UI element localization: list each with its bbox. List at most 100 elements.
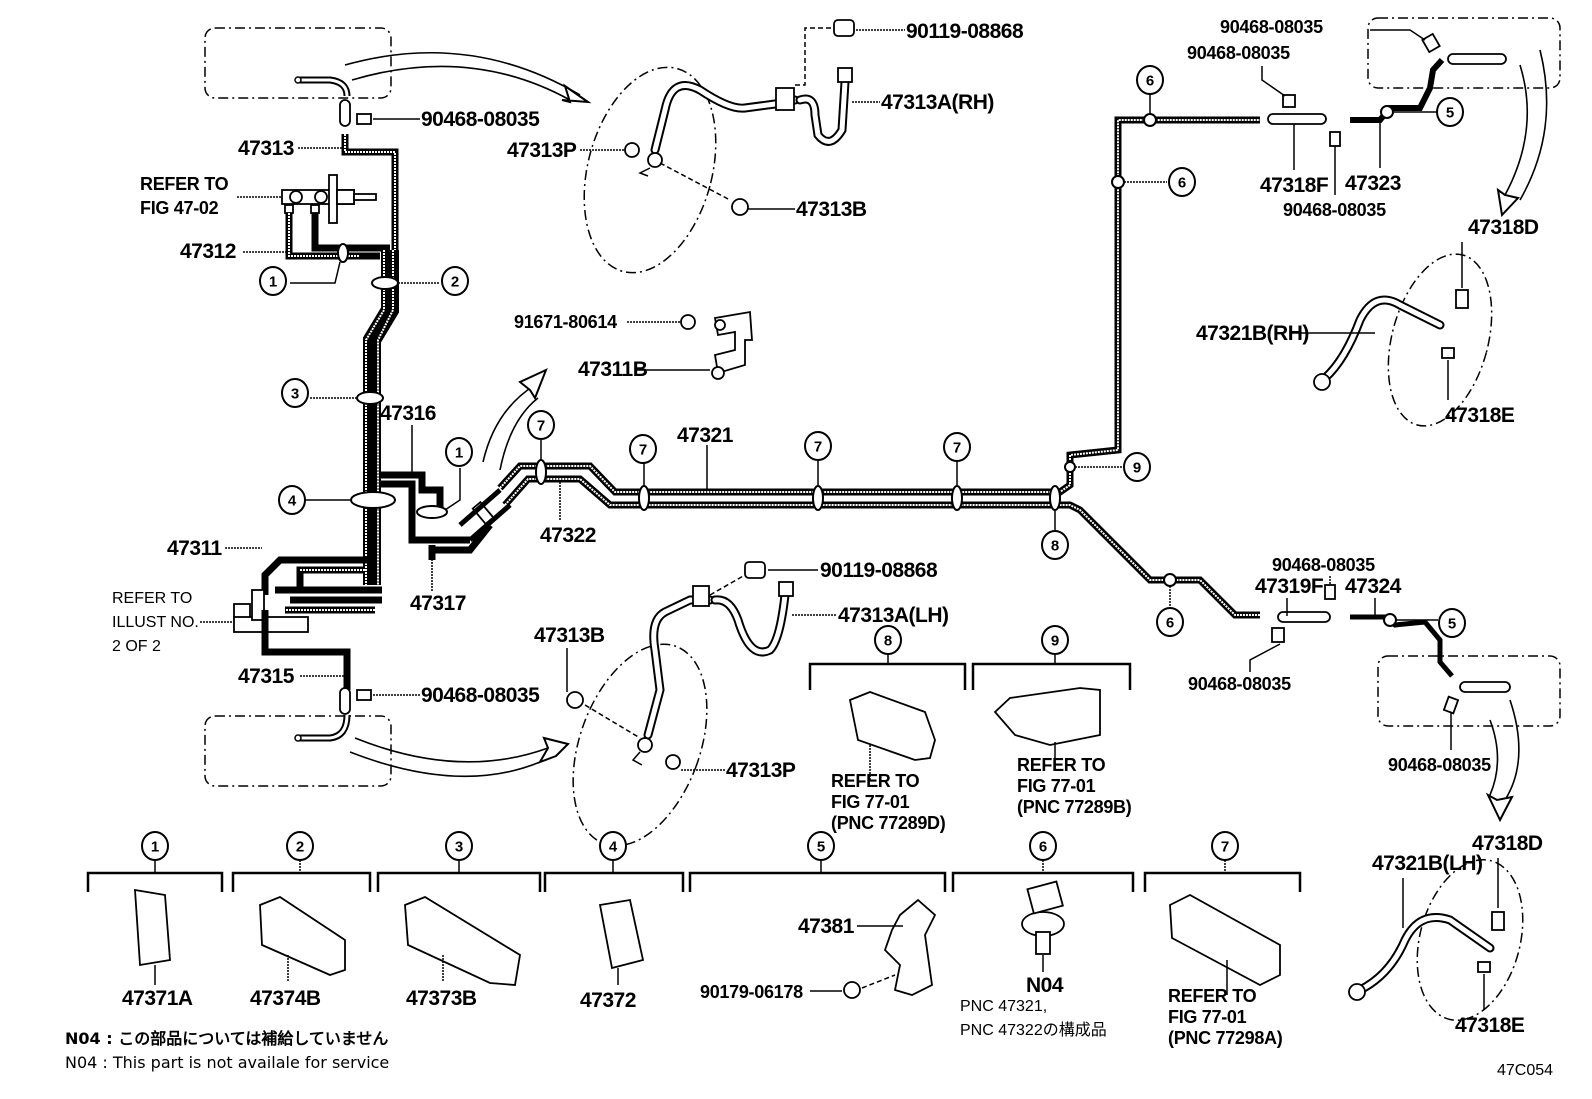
label-90468-08035-tl[interactable]: 90468-08035	[421, 108, 541, 131]
callout-number: 5	[817, 839, 825, 856]
label-90179-06178[interactable]: 90179-06178	[700, 982, 803, 1002]
rear-rh-detail	[1267, 17, 1561, 218]
label-47322[interactable]: 47322	[540, 524, 596, 547]
label-47312[interactable]: 47312	[180, 240, 236, 263]
pipe-47316	[380, 471, 444, 510]
callout-c6[interactable]: 6	[1136, 65, 1164, 95]
label-47318F[interactable]: 47318F	[1260, 174, 1329, 197]
label-clamp8-ref-l3[interactable]: (PNC 77289D)	[831, 813, 946, 833]
label-front-lh-47313B[interactable]: 47313B	[534, 624, 605, 647]
callout-circle	[281, 378, 309, 408]
callout-c1[interactable]: 1	[259, 266, 287, 296]
callout-circle	[1041, 625, 1069, 655]
label-refer-illust-l2[interactable]: ILLUST NO.	[112, 614, 199, 631]
callout-c6[interactable]: 6	[1156, 607, 1184, 637]
label-47319F[interactable]: 47319F	[1255, 575, 1324, 598]
label-47321B-LH[interactable]: 47321B(LH)	[1372, 852, 1483, 875]
callout-c2[interactable]: 2	[286, 831, 314, 861]
label-47313A-RH[interactable]: 47313A(RH)	[881, 91, 994, 114]
callout-c5[interactable]: 5	[807, 831, 835, 861]
callout-c3[interactable]: 3	[281, 378, 309, 408]
label-47323[interactable]: 47323	[1345, 172, 1401, 195]
label-rear-rh-90468-a[interactable]: 90468-08035	[1220, 17, 1323, 37]
label-N04[interactable]: N04	[1026, 974, 1064, 997]
label-47371A[interactable]: 47371A	[122, 987, 193, 1010]
label-clamp8-ref-l1[interactable]: REFER TO	[831, 771, 920, 791]
callout-c6[interactable]: 6	[1168, 167, 1196, 197]
callout-c3[interactable]: 3	[445, 831, 473, 861]
label-rear-lh-47318E[interactable]: 47318E	[1455, 1014, 1525, 1037]
callout-c5[interactable]: 5	[1436, 97, 1464, 127]
label-front-lh-47313P[interactable]: 47313P	[726, 759, 796, 782]
callout-c1[interactable]: 1	[445, 437, 473, 467]
label-rear-lh-47318D[interactable]: 47318D	[1472, 832, 1543, 855]
label-clamp9-ref-l1[interactable]: REFER TO	[1017, 755, 1106, 775]
label-rear-rh-90468-c[interactable]: 90468-08035	[1283, 200, 1386, 220]
label-clamp7-ref-l2[interactable]: FIG 77-01	[1168, 1007, 1247, 1027]
callout-c4[interactable]: 4	[599, 831, 627, 861]
callout-c1[interactable]: 1	[141, 831, 169, 861]
label-47317[interactable]: 47317	[410, 592, 466, 615]
callout-c7[interactable]: 7	[1211, 831, 1239, 861]
callout-circle	[1041, 530, 1069, 560]
callout-c7[interactable]: 7	[527, 410, 555, 440]
label-refer-fig-47-02-l1[interactable]: REFER TO	[140, 174, 229, 194]
label-47321[interactable]: 47321	[677, 424, 734, 447]
label-front-rh-47313B[interactable]: 47313B	[796, 198, 867, 221]
label-47313A-LH[interactable]: 47313A(LH)	[838, 604, 949, 627]
callout-c7[interactable]: 7	[629, 434, 657, 464]
arrow-to-bracket	[518, 368, 548, 401]
label-47381[interactable]: 47381	[798, 915, 855, 938]
label-clamp6-note-l2[interactable]: PNC 47322の構成品	[960, 1021, 1107, 1039]
label-rear-rh-47318D[interactable]: 47318D	[1468, 216, 1539, 239]
callout-c2[interactable]: 2	[441, 266, 469, 296]
label-refer-fig-47-02-l2[interactable]: FIG 47-02	[140, 198, 219, 218]
label-47313[interactable]: 47313	[238, 137, 294, 160]
label-47324[interactable]: 47324	[1345, 575, 1402, 598]
label-clamp9-ref-l2[interactable]: FIG 77-01	[1017, 776, 1096, 796]
callout-number: 8	[884, 633, 892, 650]
clamp-group-4	[543, 860, 685, 985]
label-47374B[interactable]: 47374B	[250, 987, 321, 1010]
label-rear-rh-90468-b[interactable]: 90468-08035	[1187, 43, 1290, 63]
label-47311[interactable]: 47311	[167, 537, 223, 560]
callout-c7[interactable]: 7	[804, 431, 832, 461]
label-clamp7-ref-l1[interactable]: REFER TO	[1168, 986, 1257, 1006]
callout-c5[interactable]: 5	[1438, 608, 1466, 638]
label-47373B[interactable]: 47373B	[406, 987, 477, 1010]
label-47372[interactable]: 47372	[580, 989, 636, 1012]
callout-circle	[943, 432, 971, 462]
callout-c7[interactable]: 7	[943, 432, 971, 462]
clamp-group-6	[951, 860, 1135, 972]
label-clamp7-ref-l3[interactable]: (PNC 77298A)	[1168, 1028, 1283, 1048]
label-rear-lh-90468-c[interactable]: 90468-08035	[1388, 755, 1491, 775]
label-rear-rh-47318E[interactable]: 47318E	[1445, 404, 1515, 427]
callout-c9[interactable]: 9	[1041, 625, 1069, 655]
label-91671-80614[interactable]: 91671-80614	[514, 312, 617, 332]
label-front-rh-47313P[interactable]: 47313P	[507, 139, 577, 162]
label-rear-lh-90468-b[interactable]: 90468-08035	[1188, 674, 1291, 694]
bracket-47311b	[680, 310, 753, 380]
label-rear-lh-90468-a[interactable]: 90468-08035	[1272, 555, 1375, 575]
callout-c8[interactable]: 8	[874, 625, 902, 655]
callout-c8[interactable]: 8	[1041, 530, 1069, 560]
label-refer-illust-l3[interactable]: 2 OF 2	[112, 638, 161, 655]
label-47316[interactable]: 47316	[380, 402, 436, 425]
label-47311B[interactable]: 47311B	[578, 358, 648, 381]
label-refer-illust-l1[interactable]: REFER TO	[112, 590, 192, 607]
callout-c4[interactable]: 4	[278, 485, 306, 515]
label-90468-08035-bl[interactable]: 90468-08035	[421, 684, 541, 707]
callout-circle	[807, 831, 835, 861]
label-clamp8-ref-l2[interactable]: FIG 77-01	[831, 792, 910, 812]
label-front-lh-90119-08868[interactable]: 90119-08868	[820, 559, 938, 582]
clamp-group-8	[808, 651, 967, 780]
callout-c9[interactable]: 9	[1123, 452, 1151, 482]
clamp-2-marker	[371, 276, 399, 290]
callout-c6[interactable]: 6	[1029, 831, 1057, 861]
label-clamp6-note-l1[interactable]: PNC 47321,	[960, 998, 1047, 1015]
label-47315[interactable]: 47315	[238, 665, 295, 688]
label-47321B-RH[interactable]: 47321B(RH)	[1196, 322, 1309, 345]
label-clamp9-ref-l3[interactable]: (PNC 77289B)	[1017, 797, 1132, 817]
label-front-rh-90119-08868[interactable]: 90119-08868	[906, 20, 1024, 43]
clamp-group-1	[86, 860, 224, 985]
